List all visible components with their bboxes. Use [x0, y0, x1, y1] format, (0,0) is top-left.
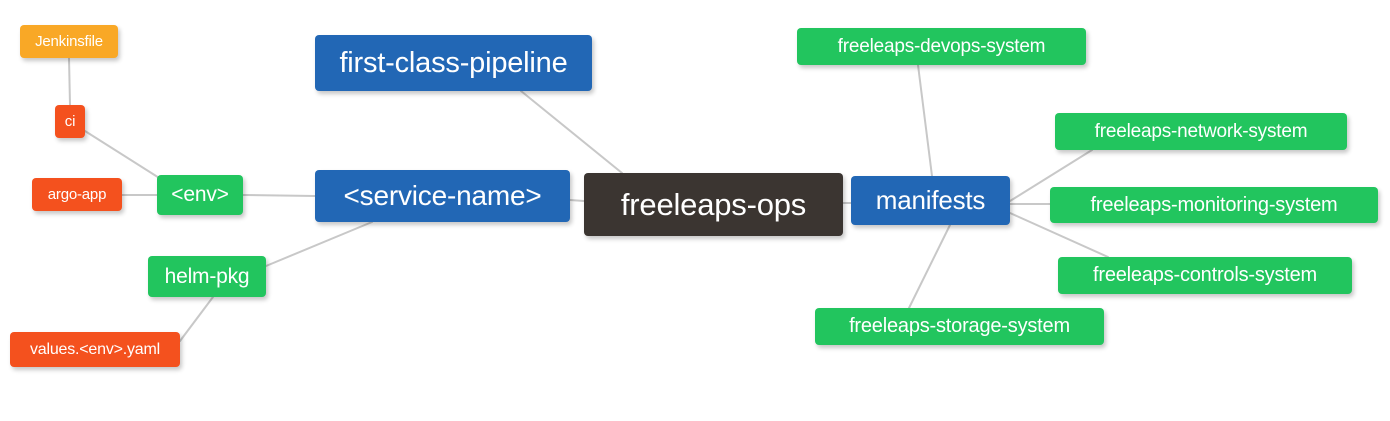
mindmap-node-freeleaps-ops[interactable]: freeleaps-ops: [584, 173, 843, 236]
mindmap-node-network-system[interactable]: freeleaps-network-system: [1055, 113, 1347, 150]
node-label: freeleaps-network-system: [1094, 120, 1308, 142]
node-label: freeleaps-devops-system: [837, 35, 1046, 57]
node-label: freeleaps-controls-system: [1093, 264, 1317, 286]
mindmap-node-service-name[interactable]: <service-name>: [315, 170, 570, 222]
node-label: freeleaps-monitoring-system: [1090, 193, 1338, 216]
node-label: Jenkinsfile: [35, 33, 103, 50]
edge-ci-to-env: [84, 130, 165, 182]
edge-service-name-to-freeleaps-ops: [569, 199, 585, 202]
mindmap-node-values-env-yaml[interactable]: values.<env>.yaml: [10, 332, 180, 367]
mindmap-node-devops-system[interactable]: freeleaps-devops-system: [797, 28, 1086, 65]
mindmap-node-first-class-pipeline[interactable]: first-class-pipeline: [315, 35, 592, 91]
node-label: helm-pkg: [164, 264, 250, 288]
mindmap-node-storage-system[interactable]: freeleaps-storage-system: [815, 308, 1104, 345]
mindmap-node-monitoring-system[interactable]: freeleaps-monitoring-system: [1050, 187, 1378, 223]
node-label: manifests: [875, 185, 986, 215]
node-label: <service-name>: [343, 180, 542, 211]
node-label: argo-app: [47, 186, 107, 203]
node-label: <env>: [171, 183, 229, 206]
edge-helm-pkg-to-service-name: [265, 221, 373, 267]
node-label: first-class-pipeline: [339, 46, 568, 79]
mindmap-node-manifests[interactable]: manifests: [851, 176, 1010, 225]
mindmap-node-helm-pkg[interactable]: helm-pkg: [148, 256, 266, 297]
edge-manifests-to-storage-system: [908, 224, 951, 309]
mindmap-node-env[interactable]: <env>: [157, 175, 243, 215]
mindmap-node-argo-app[interactable]: argo-app: [32, 178, 122, 211]
mindmap-node-ci[interactable]: ci: [55, 105, 85, 138]
node-label: ci: [64, 113, 76, 130]
mindmap-node-jenkinsfile[interactable]: Jenkinsfile: [20, 25, 118, 58]
edge-first-class-pipeline-to-freeleaps-ops: [520, 90, 623, 174]
edge-jenkinsfile-to-ci: [68, 57, 71, 106]
edge-env-to-service-name: [242, 194, 316, 197]
node-label: freeleaps-storage-system: [849, 315, 1070, 337]
mindmap-node-controls-system[interactable]: freeleaps-controls-system: [1058, 257, 1352, 294]
edge-values-env-yaml-to-helm-pkg: [179, 296, 214, 342]
node-label: freeleaps-ops: [620, 186, 807, 222]
edge-manifests-to-devops-system: [917, 64, 933, 177]
node-label: values.<env>.yaml: [29, 340, 160, 358]
